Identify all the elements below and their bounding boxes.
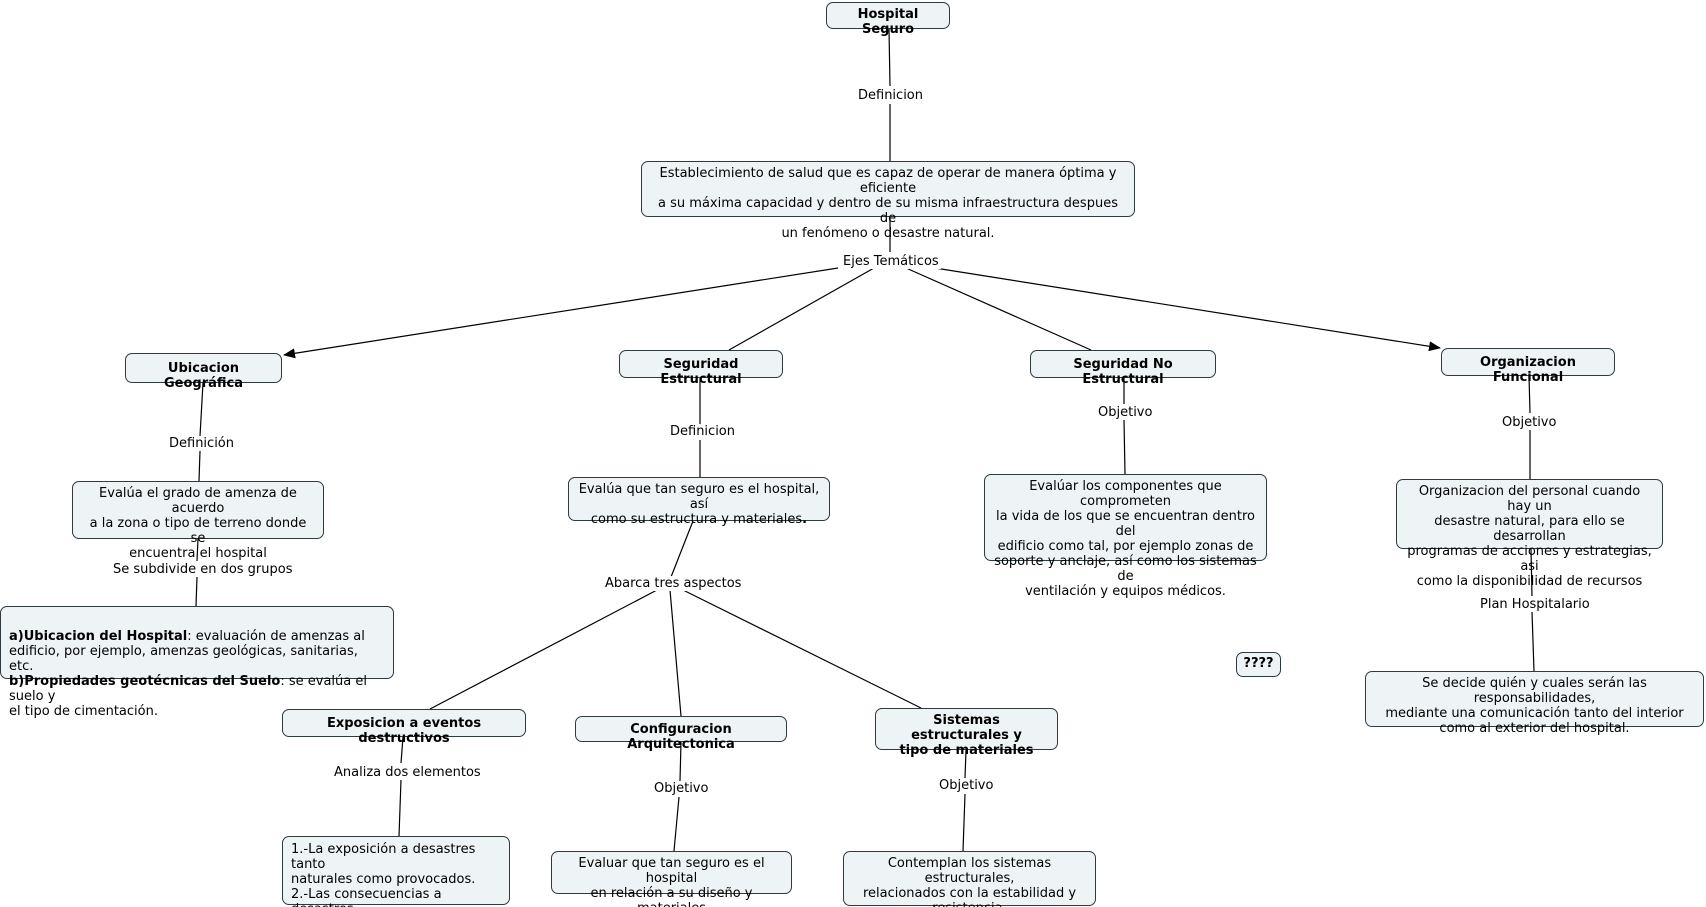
link-ejes-noestructural [905, 267, 1092, 351]
link-exp-analiza [400, 736, 404, 764]
link-label-definicion: Definicion [856, 88, 925, 103]
concept-exposicion-eventos[interactable]: Exposicion a eventos destructivos [282, 709, 526, 746]
link-abarca-configuracion [669, 589, 682, 717]
link-label-objetivo-configuracion: Objetivo [652, 781, 711, 796]
link-label-definicion-estructural: Definicion [668, 424, 737, 439]
concept-no-estructural-objetivo[interactable]: Evalúar los componentes que comprometen … [984, 474, 1267, 599]
concept-dos-grupos[interactable]: a)Ubicacion del Hospital: evaluación de … [0, 606, 394, 719]
link-ubic-def [199, 382, 204, 437]
concept-exposicion-elementos[interactable]: 1.-La exposición a desastres tanto natur… [282, 836, 510, 907]
estructural-definicion-period: . [802, 512, 808, 527]
link-obj-sistdesc [962, 793, 966, 852]
concept-organizacion-objetivo[interactable]: Organizacion del personal cuando hay un … [1396, 479, 1663, 589]
link-org-obj [1528, 375, 1531, 414]
link-ubicdesc-sub [196, 538, 199, 562]
grupo-a-text: : evaluación de amenzas al edificio, por… [9, 629, 365, 674]
link-label-definicion-ubicacion: Definición [167, 436, 236, 451]
link-ejes-ubicacion [283, 267, 839, 359]
concept-seguridad-no-estructural[interactable]: Seguridad No Estructural [1030, 350, 1216, 387]
link-ejes-estructural [728, 267, 875, 351]
link-ejes-organizacion [934, 267, 1441, 352]
concept-definicion-text[interactable]: Establecimiento de salud que es capaz de… [641, 161, 1135, 241]
concept-unknown[interactable]: ???? [1236, 652, 1281, 677]
link-obj-confdesc [673, 796, 680, 852]
link-label-analiza: Analiza dos elementos [332, 765, 483, 780]
link-label-plan-hospitalario: Plan Hospitalario [1478, 597, 1592, 612]
concept-hospital-seguro[interactable]: Hospital Seguro [826, 2, 950, 37]
link-label-objetivo-sistemas: Objetivo [937, 778, 996, 793]
concept-ubicacion-definicion[interactable]: Evalúa el grado de amenza de acuerdo a l… [72, 481, 324, 561]
concept-configuracion-arquitectonica[interactable]: Configuracion Arquitectonica [575, 716, 787, 752]
concept-estructural-definicion[interactable]: Evalúa que tan seguro es el hospital, as… [568, 477, 830, 527]
link-obj-noestdesc [1123, 419, 1126, 475]
concept-ubicacion-geografica[interactable]: Ubicacion Geográfica [125, 353, 282, 391]
concept-sistemas-estructurales[interactable]: Sistemas estructurales y tipo de materia… [875, 708, 1058, 758]
grupo-a-label: a)Ubicacion del Hospital [9, 629, 188, 644]
link-label-objetivo-organizacion: Objetivo [1500, 415, 1559, 430]
link-analiza-elems [398, 779, 402, 837]
link-estdesc-abarca [670, 520, 694, 578]
link-sub-grupos [195, 576, 198, 607]
link-abarca-sistemas [682, 589, 922, 709]
link-label-ejes-tematicos: Ejes Temáticos [841, 254, 941, 269]
link-orgdesc-plan [1530, 548, 1533, 597]
link-label-abarca: Abarca tres aspectos [603, 576, 744, 591]
link-plan-text [1531, 611, 1535, 672]
link-label-subdivide: Se subdivide en dos grupos [111, 562, 295, 577]
concept-plan-hospitalario-text[interactable]: Se decide quién y cuales serán las respo… [1365, 671, 1704, 736]
link-def-ubicdesc [198, 450, 201, 482]
concept-seguridad-estructural[interactable]: Seguridad Estructural [619, 350, 783, 387]
estructural-definicion-text: Evalúa que tan seguro es el hospital, as… [578, 482, 820, 527]
link-conf-obj [679, 741, 682, 782]
grupo-b-label: b)Propiedades geotécnicas del Suelo [9, 674, 281, 689]
link-sist-obj [964, 749, 967, 779]
link-hospital-definicion [888, 28, 891, 87]
concept-configuracion-objetivo[interactable]: Evaluar que tan seguro es el hospital en… [551, 851, 792, 907]
grupo-b-text: : se evalúa el suelo y el tipo de ciment… [9, 674, 367, 719]
link-label-objetivo-no-estructural: Objetivo [1096, 405, 1155, 420]
link-abarca-exposicion [429, 589, 658, 710]
concept-sistemas-objetivo[interactable]: Contemplan los sistemas estructurales, r… [843, 851, 1096, 907]
concept-organizacion-funcional[interactable]: Organizacion Funcional [1441, 348, 1615, 385]
